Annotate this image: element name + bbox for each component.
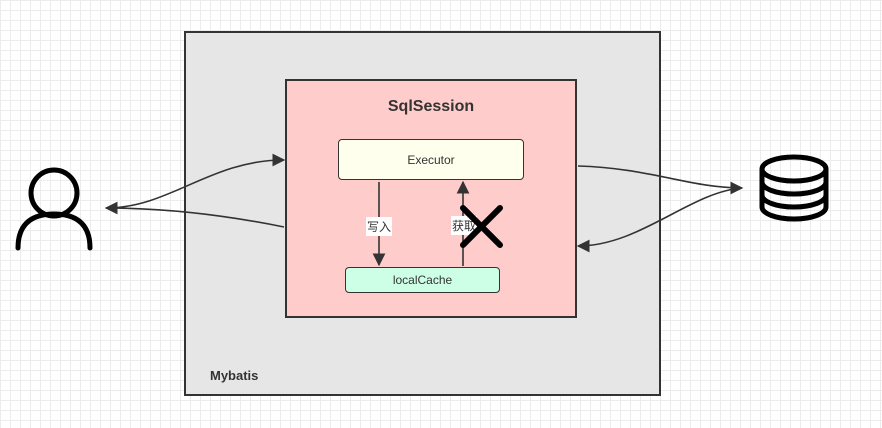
read-edge-label: 获取 [451,216,478,235]
user-icon [15,167,93,251]
edge-user-to-session [105,153,286,209]
edge-session-to-db [577,165,744,195]
x-mark-icon [460,205,503,248]
localcache-label: localCache [392,273,453,287]
localcache-node[interactable]: localCache [345,267,500,293]
executor-node[interactable]: Executor [338,139,524,180]
sqlsession-title: SqlSession [387,98,475,115]
edge-db-to-session [576,187,743,253]
mybatis-label: Mybatis [210,368,259,383]
executor-label: Executor [407,152,455,167]
write-edge-label: 写入 [366,217,393,236]
database-icon [759,154,829,222]
edge-session-to-user [104,201,285,228]
